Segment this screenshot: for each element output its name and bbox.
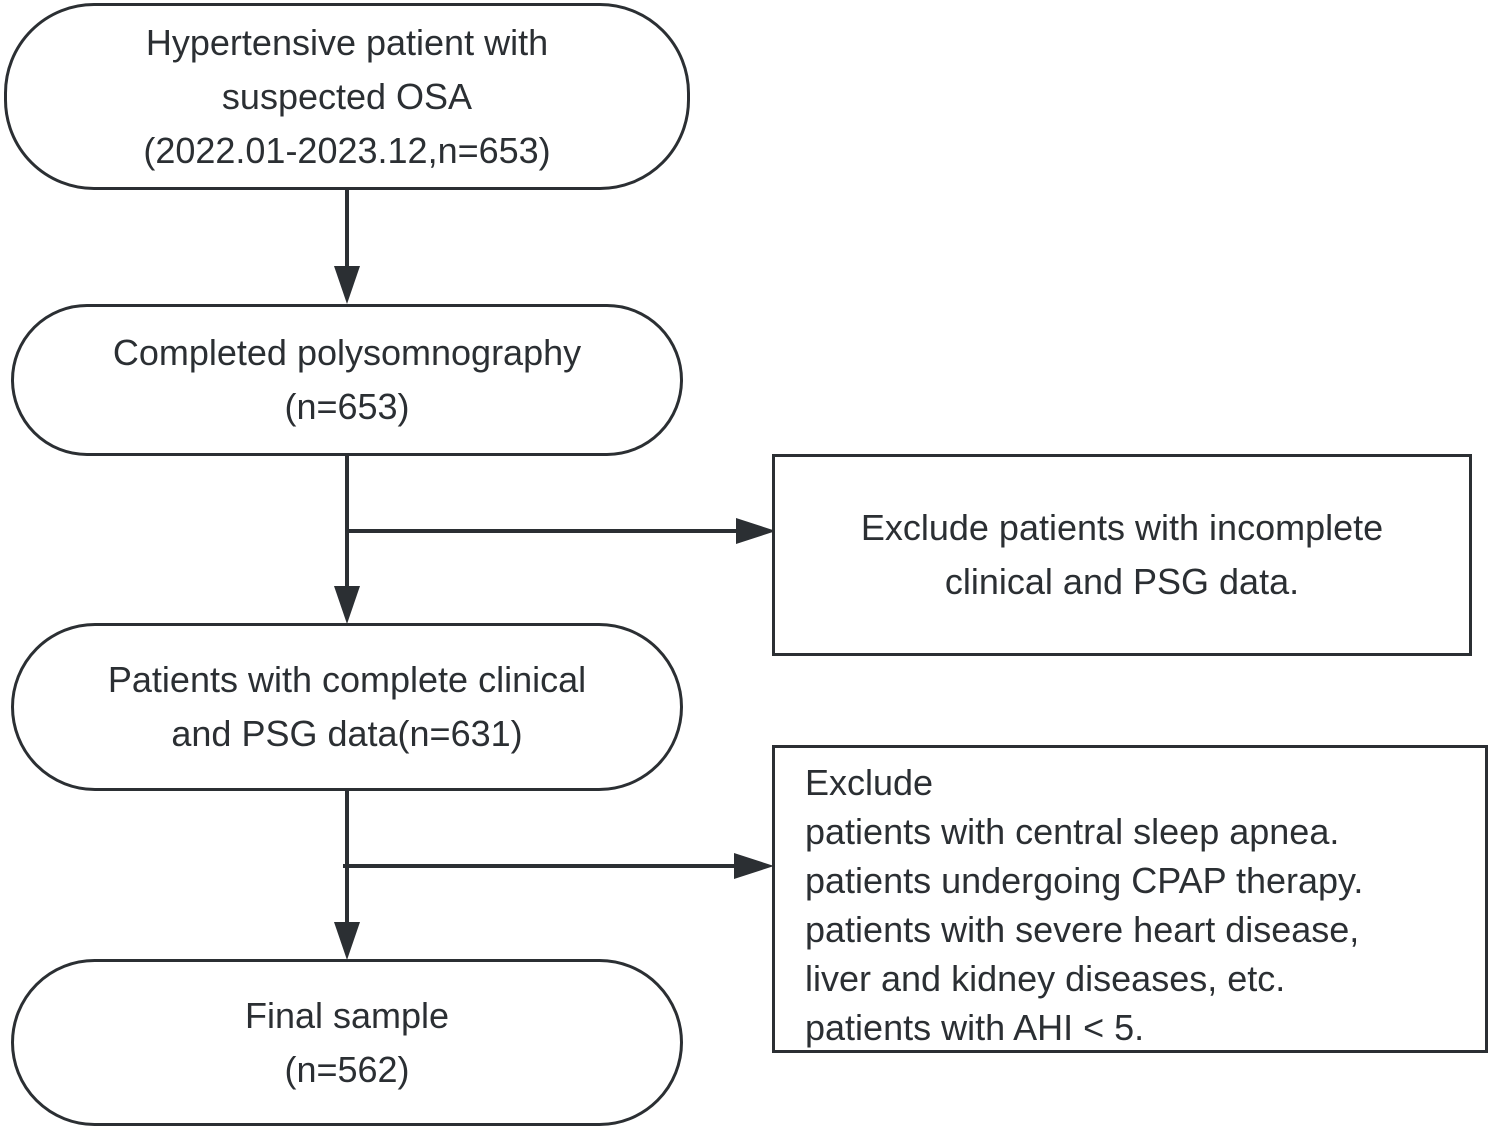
node-completed-polysomnography: Completed polysomnography (n=653) xyxy=(11,304,683,456)
arrowhead-branch-to-exclude1 xyxy=(736,518,776,544)
exclusion-item-severe-heart-disease: patients with severe heart disease, xyxy=(805,909,1360,950)
node-complete-data-line-1: Patients with complete clinical xyxy=(107,659,587,700)
node-polysomnography-line-2: (n=653) xyxy=(284,386,410,427)
node-final-sample-line-2: (n=562) xyxy=(284,1048,410,1090)
node-suspected-osa-line-3: (2022.01-2023.12,n=653) xyxy=(143,129,551,171)
node-final-sample-line-1: Final sample xyxy=(244,994,450,1036)
exclusion-heading: Exclude xyxy=(805,762,934,803)
node-suspected-osa-line-1: Hypertensive patient with xyxy=(145,21,549,63)
node-final-sample: Final sample (n=562) xyxy=(11,959,683,1126)
arrowhead-complete-to-final xyxy=(334,922,360,960)
exclusion-item-cpap-therapy: patients undergoing CPAP therapy. xyxy=(805,860,1364,901)
node-complete-clinical-psg-data: Patients with complete clinical and PSG … xyxy=(11,623,683,791)
node-exclude-incomplete-line-1: Exclude patients with incomplete xyxy=(860,507,1384,548)
node-exclude-incomplete-data: Exclude patients with incomplete clinica… xyxy=(772,454,1472,656)
exclusion-item-liver-kidney-diseases: liver and kidney diseases, etc. xyxy=(805,958,1286,999)
arrowhead-branch-to-exclude2 xyxy=(734,853,774,879)
node-suspected-osa-patients: Hypertensive patient with suspected OSA … xyxy=(4,3,690,190)
exclusion-item-ahi-below-5: patients with AHI < 5. xyxy=(805,1007,1145,1048)
node-exclusion-criteria: Exclude patients with central sleep apne… xyxy=(772,745,1488,1053)
node-suspected-osa-line-2: suspected OSA xyxy=(221,75,473,117)
node-exclude-incomplete-line-2: clinical and PSG data. xyxy=(944,561,1300,602)
node-polysomnography-line-1: Completed polysomnography xyxy=(112,332,582,373)
arrowhead-psg-to-complete xyxy=(334,586,360,624)
node-complete-data-line-2: and PSG data(n=631) xyxy=(171,713,523,754)
arrowhead-start-to-psg xyxy=(334,266,360,304)
exclusion-item-central-sleep-apnea: patients with central sleep apnea. xyxy=(805,811,1340,852)
